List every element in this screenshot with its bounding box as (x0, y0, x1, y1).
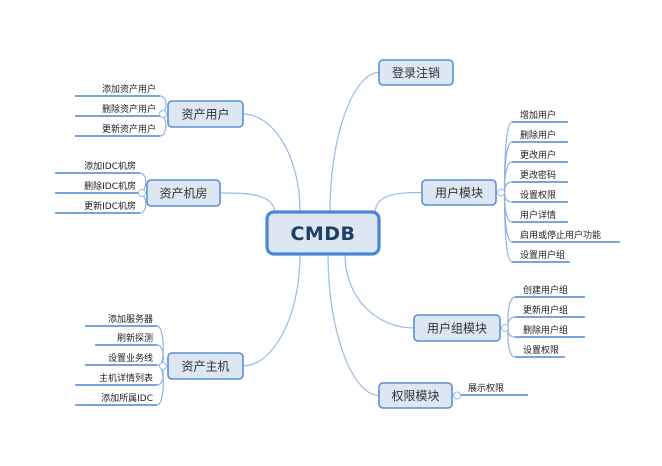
collapse-toggle-user-module[interactable] (497, 188, 505, 197)
leaf-item[interactable]: 设置权限 (523, 344, 559, 356)
branch-box-asset-user[interactable] (167, 100, 244, 128)
connector-user-module (374, 191, 423, 215)
root-box[interactable] (265, 210, 381, 256)
leaf-item[interactable]: 展示权限 (468, 382, 504, 394)
connector-login (329, 71, 380, 213)
leaf-connector (507, 327, 516, 338)
leaf-item[interactable]: 用户详情 (520, 209, 556, 221)
branch-label-perm-module: 权限模块 (391, 389, 439, 403)
leaf-item[interactable]: 删除资产用户 (102, 103, 156, 115)
branch-node-perm-module[interactable]: 权限模块 (378, 382, 453, 409)
connector-asset-room (219, 192, 276, 215)
collapse-toggle-perm-module[interactable] (453, 391, 461, 400)
leaf-item[interactable]: 增加用户 (520, 109, 556, 121)
leaf-item[interactable]: 更新用户组 (523, 304, 568, 316)
collapse-toggle-usergroup-module[interactable] (501, 324, 509, 332)
branch-box-usergroup-module[interactable] (413, 314, 501, 342)
branch-node-asset-room[interactable]: 资产机房 (146, 179, 221, 207)
leaf-item[interactable]: 添加服务器 (108, 313, 153, 325)
root-label: CMDB (290, 223, 355, 245)
leaf-item[interactable]: 设置用户组 (520, 249, 565, 261)
leaf-item[interactable]: 更改用户 (520, 149, 556, 161)
leaf-item[interactable]: 删除用户 (520, 129, 556, 141)
branch-box-login[interactable] (378, 59, 454, 86)
branch-box-user-module[interactable] (421, 179, 497, 206)
connector-asset-host (242, 253, 301, 367)
collapse-toggle-asset-host[interactable] (159, 362, 167, 370)
branch-node-user-module[interactable]: 用户模块 (421, 179, 497, 206)
leaf-connector (503, 191, 513, 263)
branch-label-login: 登录注销 (392, 65, 440, 80)
leaf-item[interactable]: 启用或停止用户功能 (520, 229, 601, 241)
leaf-item[interactable]: 主机详情列表 (99, 372, 153, 384)
branch-node-asset-user[interactable]: 资产用户 (167, 100, 244, 128)
leaf-group-perm-module: 展示权限 (453, 382, 528, 400)
connector-perm-module (327, 253, 380, 397)
root-node[interactable]: CMDB (265, 210, 381, 256)
connector-asset-user (242, 113, 301, 213)
branch-label-user-module: 用户模块 (435, 185, 483, 200)
leaf-connector (507, 296, 516, 329)
leaf-item[interactable]: 更新资产用户 (102, 123, 156, 135)
connector-usergroup-module (344, 253, 415, 329)
branch-label-asset-room: 资产机房 (159, 186, 207, 201)
leaf-nodes: 添加资产用户删除资产用户更新资产用户添加IDC机房删除IDC机房更新IDC机房添… (55, 83, 620, 406)
collapse-toggle-asset-user[interactable] (159, 110, 167, 118)
branch-box-asset-room[interactable] (146, 179, 221, 207)
leaf-item[interactable]: 添加所属IDC (101, 393, 153, 404)
branch-label-asset-host: 资产主机 (181, 360, 229, 374)
leaf-item[interactable]: 创建用户组 (523, 284, 568, 296)
leaf-connector (507, 327, 516, 358)
leaf-item[interactable]: 设置权限 (520, 189, 556, 201)
leaf-item[interactable]: 添加资产用户 (102, 83, 156, 95)
branch-label-usergroup-module: 用户组模块 (427, 321, 487, 336)
collapse-toggle-asset-room[interactable] (138, 189, 146, 197)
leaf-item[interactable]: 刷新探测 (117, 332, 153, 344)
leaf-connector (503, 181, 513, 194)
branch-box-perm-module[interactable] (378, 382, 453, 409)
branch-label-asset-user: 资产用户 (181, 107, 229, 122)
branch-node-usergroup-module[interactable]: 用户组模块 (413, 314, 501, 342)
leaf-item[interactable]: 更新IDC机房 (84, 200, 136, 212)
leaf-item[interactable]: 删除用户组 (523, 324, 568, 336)
leaf-connector (507, 316, 516, 329)
leaf-item[interactable]: 删除IDC机房 (84, 180, 136, 192)
leaf-item[interactable]: 设置业务线 (108, 352, 153, 364)
branch-node-login[interactable]: 登录注销 (378, 59, 454, 86)
connectors (219, 71, 423, 397)
branch-box-asset-host[interactable] (167, 352, 244, 380)
branch-node-asset-host[interactable]: 资产主机 (167, 352, 244, 380)
leaf-item[interactable]: 更改密码 (520, 169, 556, 181)
leaf-item[interactable]: 添加IDC机房 (84, 160, 136, 172)
leaf-connector (503, 191, 513, 203)
